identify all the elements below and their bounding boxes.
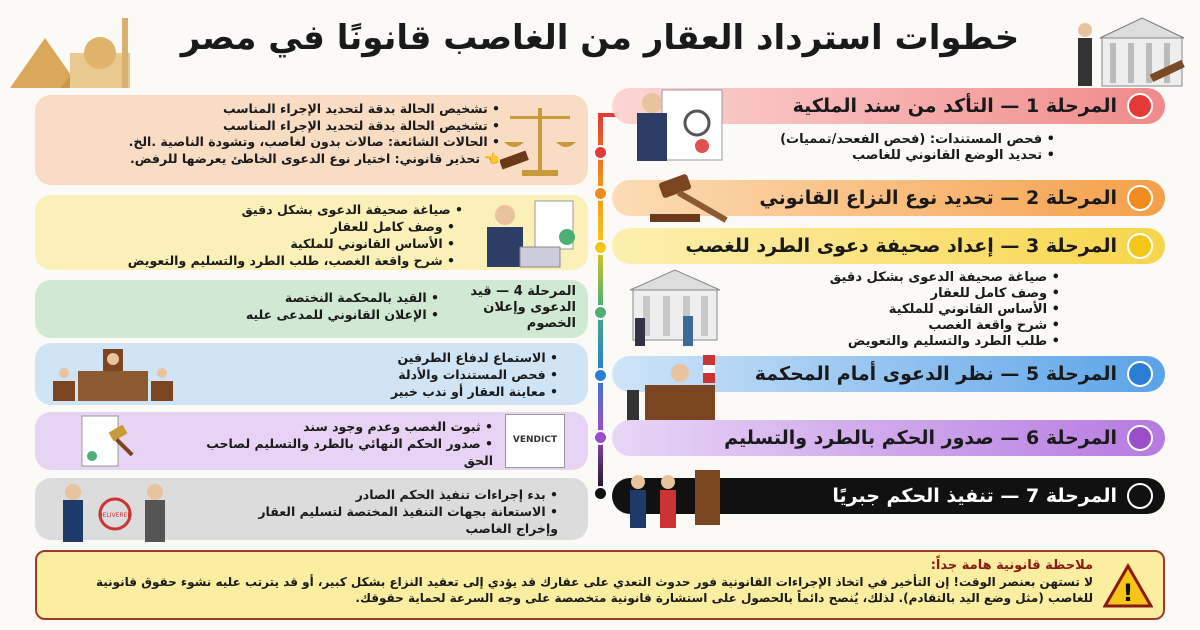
stage-2-header: المرحلة 2 — تحديد نوع النزاع القانوني [612, 180, 1165, 216]
stage-dot-icon [1127, 361, 1153, 387]
stage-4-label: المرحلة 4 — قيد الدعوى وإعلان الخصوم [470, 284, 576, 331]
bullet: القيد بالمحكمة النختصة [49, 289, 439, 306]
courthouse-lawyer-illustration [1078, 17, 1185, 87]
verdict-gavel-illustration [81, 415, 134, 467]
bullet: شرح واقعة الغصب، طلب الطرد والتسليم والت… [43, 252, 455, 269]
delivered-stamp: DELIVERED [98, 512, 132, 519]
stage-title: المرحلة 1 — التأكد من سند الملكية [792, 95, 1117, 117]
bullet: شرح واقعة الغصب [830, 318, 1060, 334]
gavel-icon [650, 174, 728, 223]
timeline-dot-6 [593, 430, 608, 445]
bullet: الأساس القانوني للملكية [830, 302, 1060, 318]
stage-title: المرحلة 6 — صدور الحكم بالطرد والتسليم [724, 427, 1117, 449]
bullet: الاستماع لدفاع الطرفين [225, 349, 558, 366]
stage-6-header: المرحلة 6 — صدور الحكم بالطرد والتسليم [612, 420, 1165, 456]
stage-title: المرحلة 2 — تحديد نوع النزاع القانوني [759, 187, 1117, 209]
bullet: وصف كامل للعقار [830, 286, 1060, 302]
bullet: بدء إجراءات تنفيذ الحكم الصادر [220, 486, 558, 503]
mosque-pyramid-illustration [10, 18, 130, 88]
panel-stage-2-details: تشخيص الحالة بدقة لتحديد الإجراء المناسب… [35, 95, 588, 185]
stage-title: المرحلة 5 — نظر الدعوى أمام المحكمة [754, 363, 1117, 385]
stage-dot-icon [1127, 185, 1153, 211]
stage-dot-icon [1127, 93, 1153, 119]
verdict-document-illustration: VENDICT [505, 414, 565, 468]
lawyer-laptop-illustration [487, 200, 575, 268]
timeline-dot-4 [593, 305, 608, 320]
panel-stage-7-details: بدء إجراءات تنفيذ الحكم الصادرالاستعانة … [35, 478, 588, 540]
bullet: الأساس القانوني للملكية [43, 235, 455, 252]
svg-text:!: ! [1123, 579, 1134, 607]
stage-3-header: المرحلة 3 — إعداد صحيفة دعوى الطرد للغصب [612, 228, 1165, 264]
bullet: تشخيص الحالة بدقة لتحديد الإجراء المناسب [43, 101, 500, 118]
bullet: صياغة صحيفة الدعوى بشكل دقيق [830, 270, 1060, 286]
bullet: صياغة صحيفة الدعوى بشكل دقيق [43, 201, 463, 218]
courtroom-illustration [53, 349, 173, 401]
bullet: الاستعانة بجهات التنفيذ المختصة لتسليم ا… [220, 503, 558, 537]
timeline-dot-2 [593, 186, 608, 201]
judge-court-illustration [627, 355, 715, 425]
warning-triangle-icon: ! [1103, 563, 1153, 608]
bullet: معاينة العقار أو ندب خبير [225, 383, 558, 400]
bullet: طلب الطرد والتسليم والتعويض [830, 334, 1060, 350]
legal-warning: 👈 تحذير قانوني: اختيار نوع الدعوى الخاطئ… [129, 150, 500, 166]
document-inspection-illustration [637, 89, 723, 161]
bullet: وصف كامل للعقار [43, 218, 455, 235]
bullet: تحديد الوضع القانوني للغاصب [780, 148, 1055, 164]
stage-dot-icon [1127, 483, 1153, 509]
courthouse-illustration [629, 269, 721, 346]
note-title: ملاحظة قانونية هامة جداً: [930, 558, 1093, 573]
police-delivery-illustration: DELIVERED [63, 484, 165, 542]
stage-title: المرحلة 7 — تنفيذ الحكم جبريًا [832, 485, 1117, 507]
legal-note-box: ملاحظة قانونية هامة جداً: لا تستهن بعنصر… [35, 550, 1165, 620]
timeline-dot-7 [593, 486, 608, 501]
bullet: الإعلان القانوني للمدعى عليه [49, 306, 439, 323]
timeline-dot-3 [593, 240, 608, 255]
bullet: صدور الحكم النهائي بالطرد والتسليم لصاحب… [185, 435, 493, 469]
bullet: تشخيص الحالة بدقة لتحديد الإجراء المناسب [43, 118, 500, 135]
timeline-dot-1 [593, 145, 608, 160]
bullet: فحص المستندات والأدلة [225, 366, 558, 383]
page-title: خطوات استرداد العقار من الغاصب قانونًا ف… [180, 18, 1020, 58]
bullet: الحالات الشائعة: صالات بدون لغاصب، وتشود… [43, 134, 500, 151]
panel-stage-4: المرحلة 4 — قيد الدعوى وإعلان الخصوم الق… [35, 280, 588, 338]
note-text: لا تستهن بعنصر الوقت! إن التأخير في اتخا… [95, 575, 1093, 605]
stage-1-bullets: فحص المستندات: (فحص الفعحد/تمميات)تحديد … [780, 132, 1055, 164]
stage-title: المرحلة 3 — إعداد صحيفة دعوى الطرد للغصب [685, 235, 1117, 257]
scales-of-justice-icon [500, 108, 576, 176]
bullet: فحص المستندات: (فحص الفعحد/تمميات) [780, 132, 1055, 148]
bullet: ثبوت الغصب وعدم وجود سند [185, 418, 493, 435]
panel-stage-6-details: ثبوت الغصب وعدم وجود سندصدور الحكم النها… [35, 412, 588, 470]
stage-dot-icon [1127, 233, 1153, 259]
timeline-dot-5 [593, 368, 608, 383]
stage-3-bullets: صياغة صحيفة الدعوى بشكل دقيقوصف كامل للع… [830, 270, 1060, 350]
enforcement-illustration [630, 470, 720, 528]
timeline-connector [598, 113, 618, 117]
stage-dot-icon [1127, 425, 1153, 451]
